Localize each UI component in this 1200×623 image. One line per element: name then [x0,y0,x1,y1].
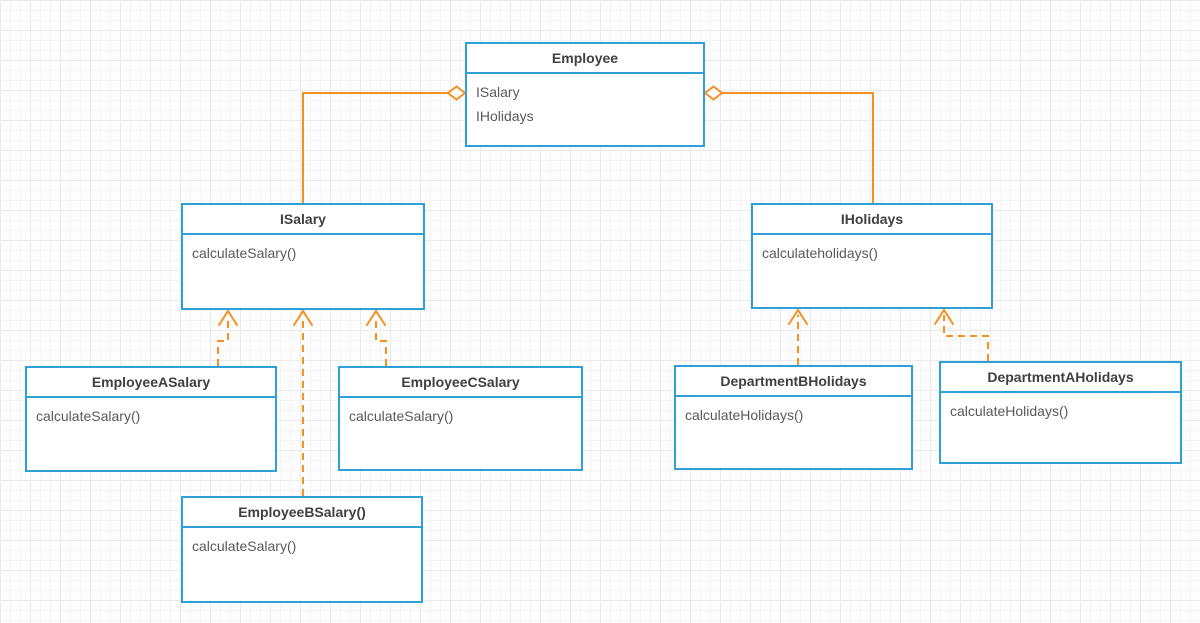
realization-connector-employeebsalary-isalary[interactable] [293,309,313,496]
class-box-department-b-holidays[interactable]: DepartmentBHolidays calculateHolidays() [674,365,913,470]
aggregation-diamond-icon [703,85,724,101]
class-title: Employee [467,44,703,74]
realization-arrowhead-icon [788,308,808,325]
class-title: EmployeeASalary [27,368,275,398]
class-member-list: calculateSalary() [183,235,423,271]
class-title: EmployeeBSalary() [183,498,421,528]
class-member: calculateHolidays() [950,403,1069,419]
class-title: IHolidays [753,205,991,235]
realization-arrowhead-icon [293,309,313,326]
realization-connector-employeeasalary-isalary[interactable] [217,309,238,366]
class-member-list: calculateSalary() [340,398,581,434]
class-title: EmployeeCSalary [340,368,581,398]
realization-connector-employeecsalary-isalary[interactable] [366,309,387,366]
class-member-list: calculateholidays() [753,235,991,271]
realization-arrowhead-icon [366,309,386,326]
class-title: DepartmentBHolidays [676,367,911,397]
realization-connector-departmentbholidays-iholidays[interactable] [788,308,808,365]
class-member: IHolidays [476,108,534,124]
class-box-employee-a-salary[interactable]: EmployeeASalary calculateSalary() [25,366,277,472]
class-member-list: calculateSalary() [183,528,421,564]
realization-line [217,316,229,366]
class-member: calculateHolidays() [685,407,804,423]
realization-connector-departmentaholidays-iholidays[interactable] [934,308,989,361]
class-member: calculateSalary() [192,538,297,554]
class-box-department-a-holidays[interactable]: DepartmentAHolidays calculateHolidays() [939,361,1182,464]
class-member: ISalary [476,84,520,100]
class-member: calculateholidays() [762,245,878,261]
class-box-employee-b-salary[interactable]: EmployeeBSalary() calculateSalary() [181,496,423,603]
class-member: calculateSalary() [349,408,454,424]
aggregation-line [722,92,874,203]
class-box-employee[interactable]: Employee ISalary IHolidays [465,42,705,147]
class-member: calculateSalary() [192,245,297,261]
class-member-list: calculateHolidays() [676,397,911,433]
class-member-list: calculateSalary() [27,398,275,434]
aggregation-connector-isalary-employee[interactable] [302,85,467,204]
class-member-list: ISalary IHolidays [467,74,703,134]
class-box-isalary[interactable]: ISalary calculateSalary() [181,203,425,310]
realization-arrowhead-icon [218,309,238,326]
realization-line [943,315,989,361]
aggregation-line [302,92,448,203]
class-member-list: calculateHolidays() [941,393,1180,429]
class-box-iholidays[interactable]: IHolidays calculateholidays() [751,203,993,309]
realization-arrowhead-icon [934,308,954,325]
class-title: DepartmentAHolidays [941,363,1180,393]
aggregation-connector-iholidays-employee[interactable] [703,85,874,204]
aggregation-diamond-icon [446,85,467,101]
class-member: calculateSalary() [36,408,141,424]
class-box-employee-c-salary[interactable]: EmployeeCSalary calculateSalary() [338,366,583,471]
realization-line [375,316,387,366]
class-title: ISalary [183,205,423,235]
